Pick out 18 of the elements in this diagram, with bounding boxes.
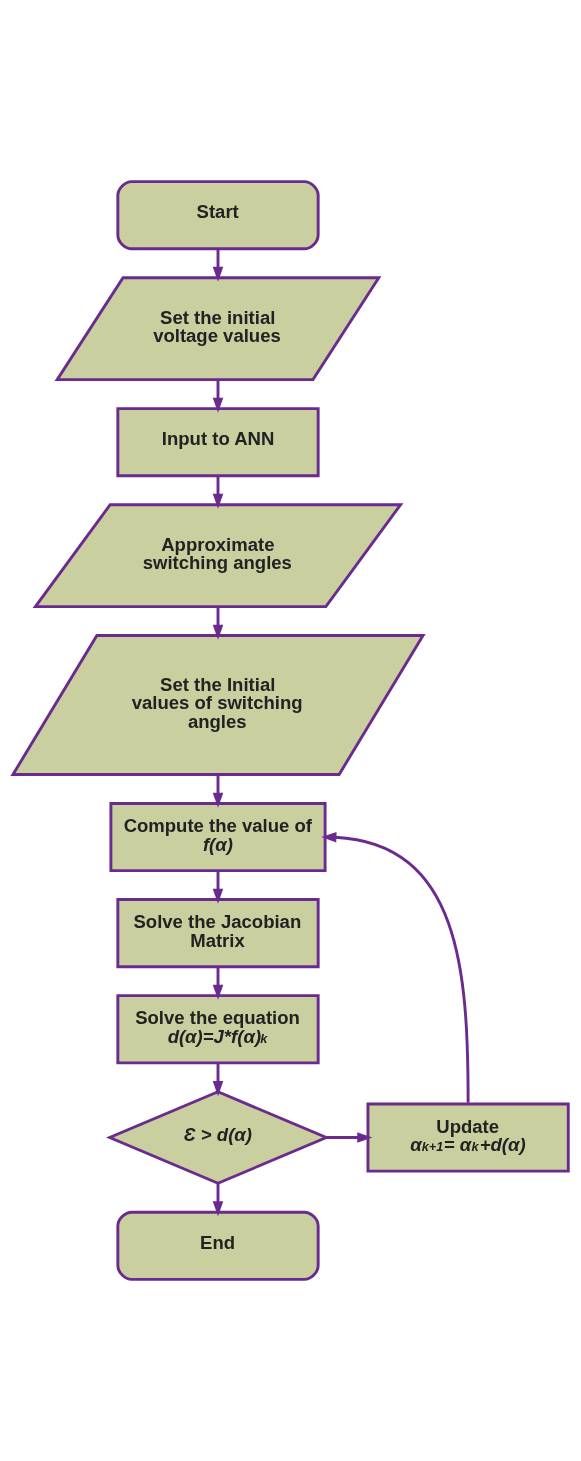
arrow [212,774,224,808]
node-box: Input to ANN [116,407,320,478]
node-box: Solve the Jacobian Matrix [116,898,320,969]
arrow [212,967,224,1000]
node-box: End [116,1210,320,1281]
arrow [212,1063,224,1097]
node-box: Compute the value of f(α) [109,802,327,873]
arrow [212,379,224,413]
node-box: Update αk+1= αk+d(α) [366,1102,570,1173]
node-box: Solve the equation d(α)=J*f(α)k [116,994,320,1065]
arrow [212,475,224,509]
arrow [326,1132,373,1143]
arrow [212,871,224,904]
arrow [321,832,470,1103]
arrow [212,1183,224,1217]
node-box: Start [116,180,320,251]
arrow [212,248,224,282]
arrow [212,607,224,640]
